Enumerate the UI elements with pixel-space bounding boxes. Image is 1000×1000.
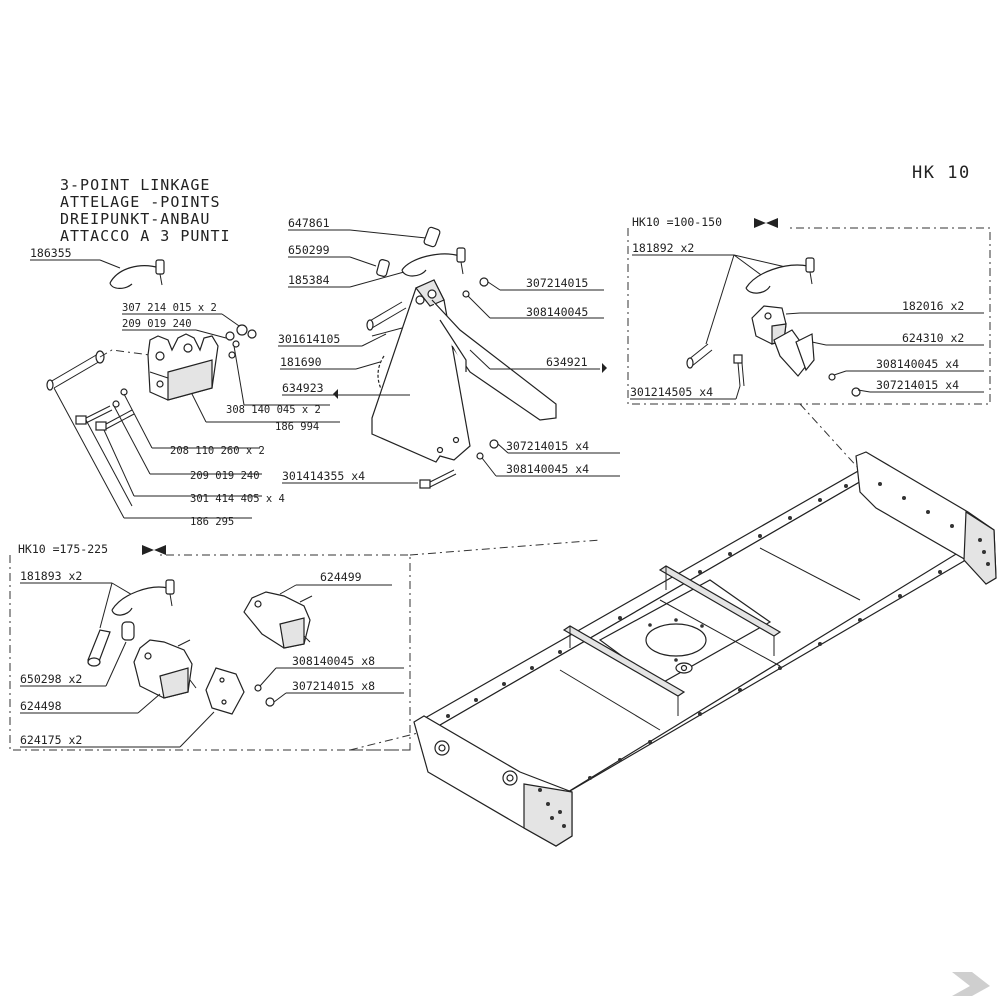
left-linkage-group: 186355 307 214 015 x 2 209 019 240 — [30, 246, 340, 528]
label-650299: 650299 — [288, 243, 330, 257]
bracket-624499-part — [243, 591, 313, 649]
title-line-3: DREIPUNKT-ANBAU — [60, 210, 210, 228]
label-650298-x2: 650298 x2 — [20, 672, 82, 686]
label-308140045-x4-b: 308140045 x4 — [876, 357, 959, 371]
plate-624175-part — [205, 667, 245, 715]
bracket-624498-part — [133, 639, 197, 699]
title-line-2: ATTELAGE -POINTS — [60, 193, 221, 211]
label-301414355-x4: 301414355 x4 — [282, 469, 365, 483]
label-307214015-x8: 307214015 x8 — [292, 679, 375, 693]
washer-part — [254, 684, 262, 692]
label-624310-x2: 624310 x2 — [902, 331, 964, 345]
label-624499: 624499 — [320, 570, 362, 584]
nut-part — [247, 329, 257, 339]
rail-holes — [446, 482, 990, 828]
label-209019240-b: 209 019 240 — [190, 470, 260, 482]
bracket-182016-part — [751, 305, 787, 345]
group-175-225: HK10 =175-225 181893 x2 — [9, 542, 411, 751]
label-308140045: 308140045 — [526, 305, 588, 319]
center-a-frame-group: 647861 650299 185384 301614105 181690 — [278, 216, 620, 489]
bolt-part — [733, 354, 745, 387]
brand-logo: K — [952, 972, 990, 996]
washer-part — [225, 331, 235, 341]
label-307214015-x4-b: 307214015 x4 — [876, 378, 959, 392]
nut-part — [489, 439, 499, 449]
linch-pin-cable-part — [745, 257, 815, 294]
linch-pin-cable-part — [401, 247, 466, 277]
nut-part — [479, 277, 489, 287]
label-624498: 624498 — [20, 699, 62, 713]
title-line-1: 3-POINT LINKAGE — [60, 176, 210, 194]
pin-part — [686, 343, 713, 369]
label-634921: 634921 — [546, 355, 588, 369]
connector-line — [349, 729, 431, 751]
group-175-225-title: HK10 =175-225 — [18, 542, 108, 556]
pin-part — [87, 629, 111, 667]
washer-part — [232, 340, 240, 348]
bolt-part — [75, 405, 113, 425]
connector-line — [799, 403, 861, 471]
label-307214015-x4: 307214015 x4 — [506, 439, 589, 453]
label-634923: 634923 — [282, 381, 324, 395]
washer-part — [828, 373, 836, 381]
label-301414405-x4: 301 414 405 x 4 — [190, 493, 285, 505]
top-pin-part — [423, 226, 441, 248]
label-647861: 647861 — [288, 216, 330, 230]
label-308140045-x4: 308140045 x4 — [506, 462, 589, 476]
center-plate-hole — [645, 623, 707, 657]
nut-part — [265, 697, 275, 707]
label-181690: 181690 — [280, 355, 322, 369]
label-307214015-x2: 307 214 015 x 2 — [122, 302, 217, 314]
label-181892-x2: 181892 x2 — [632, 241, 694, 255]
bushing-part — [376, 259, 390, 277]
main-frame-part — [413, 451, 997, 847]
label-181893-x2: 181893 x2 — [20, 569, 82, 583]
label-186295: 186 295 — [190, 516, 234, 528]
a-frame-part — [371, 279, 557, 463]
washer-part — [228, 351, 236, 359]
label-307214015: 307214015 — [526, 276, 588, 290]
connector-line — [409, 539, 601, 556]
washer-part — [112, 400, 120, 408]
linch-pin-cable-part — [111, 579, 175, 616]
bolt-part — [419, 469, 457, 489]
label-208110260-x2: 208 110 260 x 2 — [170, 445, 265, 457]
washer-part — [462, 290, 470, 298]
title-line-4: ATTACCO A 3 PUNTI — [60, 227, 231, 245]
label-182016-x2: 182016 x2 — [902, 299, 964, 313]
label-301614105: 301614105 — [278, 332, 340, 346]
washer-part — [476, 452, 484, 460]
nut-part — [851, 387, 861, 397]
bushing-part — [121, 621, 135, 641]
nut-part — [236, 324, 248, 336]
label-186994: 186 994 — [275, 421, 319, 433]
linkage-bracket-part — [147, 333, 219, 401]
label-301214505-x4: 301214505 x4 — [630, 385, 713, 399]
label-308140045-x2: 308 140 045 x 2 — [226, 404, 321, 416]
top-link-pin-part — [366, 301, 407, 331]
label-209019240-a: 209 019 240 — [122, 318, 192, 330]
label-308140045-x8: 308140045 x8 — [292, 654, 375, 668]
pin-part — [46, 350, 105, 391]
label-624175-x2: 624175 x2 — [20, 733, 82, 747]
linch-pin-cable-part — [109, 259, 165, 289]
dimension-arrows-icon — [142, 545, 166, 555]
dimension-arrows-icon — [754, 218, 778, 228]
label-185384: 185384 — [288, 273, 330, 287]
label-186355: 186355 — [30, 246, 72, 260]
bolt-part — [95, 409, 135, 431]
plate-624310-part — [773, 329, 815, 377]
group-100-150: HK10 =100-150 181892 x2 182016 x2 — [627, 215, 991, 405]
model-heading: HK 10 — [912, 163, 971, 183]
group-100-150-title: HK10 =100-150 — [632, 215, 722, 229]
